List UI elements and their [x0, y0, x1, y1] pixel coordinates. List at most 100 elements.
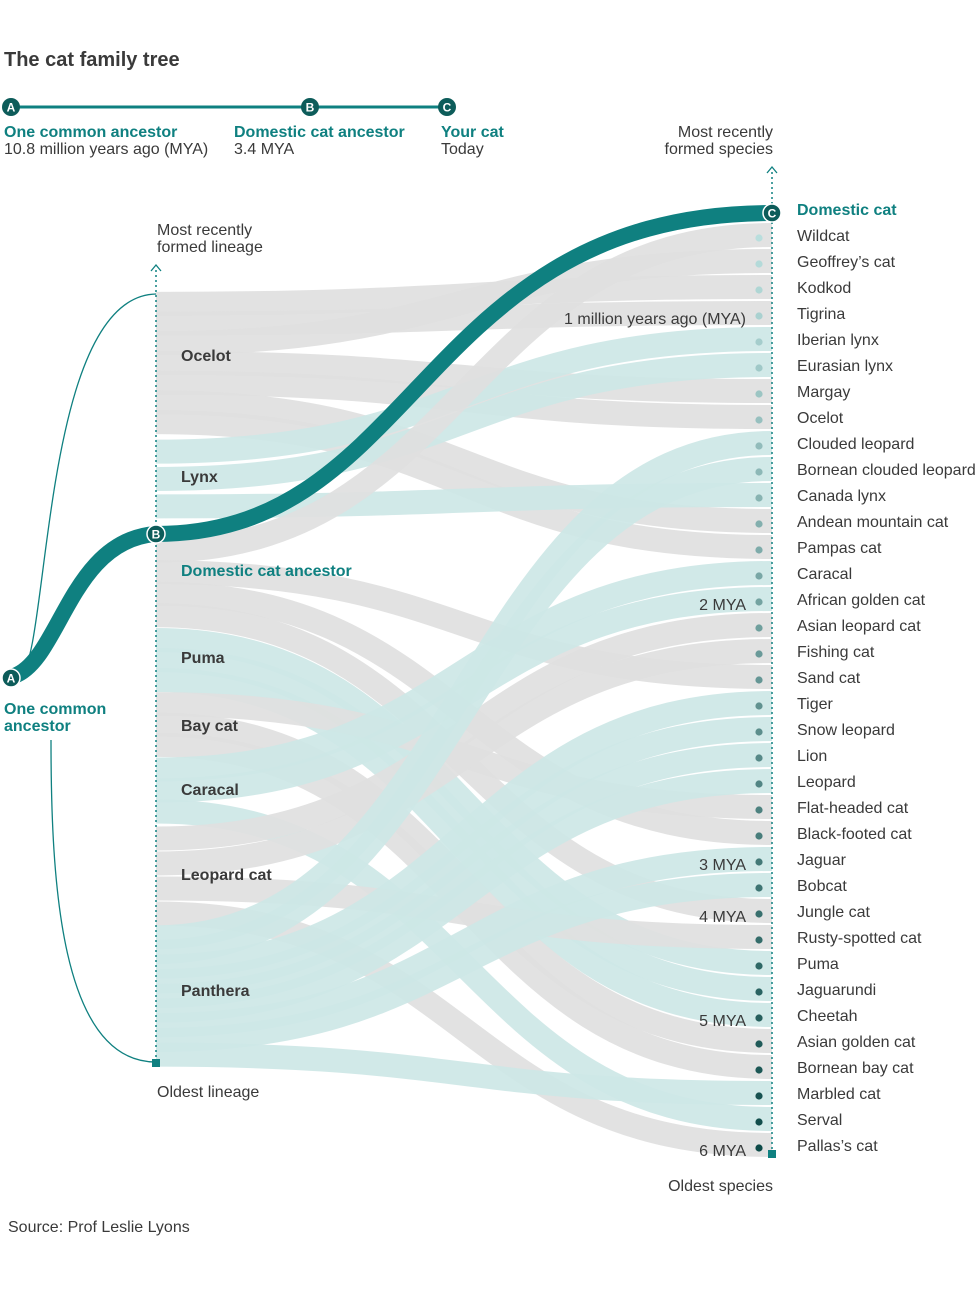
species-label-caracal: Caracal	[797, 566, 852, 583]
legend-c-label: Your cat	[441, 124, 505, 141]
svg-text:C: C	[443, 101, 452, 115]
species-label-asian-golden-cat: Asian golden cat	[797, 1034, 916, 1051]
path-domestic-ancestor-to-domestic-cat	[155, 205, 773, 542]
lineage-label-ocelot: Ocelot	[181, 348, 231, 365]
ancestor-label: One common	[4, 701, 106, 718]
species-label-sand-cat: Sand cat	[797, 670, 861, 687]
species-dot-bornean-clouded-leopard	[755, 468, 763, 476]
lineage-label-puma: Puma	[181, 650, 225, 667]
species-label-iberian-lynx: Iberian lynx	[797, 332, 879, 349]
svg-text:A: A	[7, 672, 16, 686]
species-dot-iberian-lynx	[755, 338, 763, 346]
species-dot-bobcat	[755, 884, 763, 892]
species-label-ocelot: Ocelot	[797, 410, 844, 427]
species-label-bobcat: Bobcat	[797, 878, 847, 895]
legend-badge-a: A	[2, 98, 20, 116]
species-label-jaguar: Jaguar	[797, 852, 847, 869]
species-dot-rusty-spotted-cat	[755, 936, 763, 944]
time-label-2-mya: 2 MYA	[699, 597, 746, 614]
legend-badge-c: C	[438, 98, 456, 116]
species-dot-cheetah	[755, 1014, 763, 1022]
species-label-marbled-cat: Marbled cat	[797, 1086, 881, 1103]
flow-ocelot-to-andean-mountain-cat	[155, 390, 773, 533]
ancestor-connector-top	[19, 293, 157, 677]
flow-leopard-cat-to-fishing-cat	[155, 639, 773, 876]
legend-b-label: Domestic cat ancestor	[234, 124, 405, 141]
domestic-ancestor-badge-b	[146, 524, 166, 544]
flow-lynx-to-eurasian-lynx	[155, 353, 773, 491]
species-dot-tiger	[755, 702, 763, 710]
right-axis-top-label-2: formed species	[665, 141, 774, 158]
species-label-canada-lynx: Canada lynx	[797, 488, 886, 505]
domestic-cat-badge-c	[762, 203, 782, 223]
species-dot-pallas-s-cat	[755, 1144, 763, 1152]
ancestor-node: A One common ancestor	[1, 668, 106, 735]
time-label-1-million-years-ago-mya: 1 million years ago (MYA)	[564, 311, 746, 328]
flow-panthera-to-bobcat	[155, 873, 773, 1052]
left-axis-bottom-label: Oldest lineage	[157, 1084, 259, 1101]
species-dot-andean-mountain-cat	[755, 520, 763, 528]
lineage-species-flows	[155, 223, 773, 1157]
species-dot-kodkod	[755, 286, 763, 294]
species-dot-leopard	[755, 780, 763, 788]
species-label-jaguarundi: Jaguarundi	[797, 982, 876, 999]
species-label-cheetah: Cheetah	[797, 1008, 858, 1025]
species-dot-asian-leopard-cat	[755, 624, 763, 632]
flow-panthera-to-lion	[155, 743, 773, 1008]
lineage-label-bay-cat: Bay cat	[181, 718, 239, 735]
lineage-label-caracal: Caracal	[181, 782, 239, 799]
path-ancestor-to-domestic-ancestor	[6, 526, 164, 684]
lineage-label-panthera: Panthera	[181, 983, 250, 1000]
species-dot-snow-leopard	[755, 728, 763, 736]
domestic-cat-path	[6, 205, 773, 684]
species-dot-canada-lynx	[755, 494, 763, 502]
species-label-pallas-s-cat: Pallas’s cat	[797, 1138, 878, 1155]
species-label-snow-leopard: Snow leopard	[797, 722, 895, 739]
species-dot-jungle-cat	[755, 910, 763, 918]
species-label-bornean-bay-cat: Bornean bay cat	[797, 1060, 914, 1077]
right-axis-bottom-label: Oldest species	[668, 1178, 773, 1195]
flow-domestic-cat-ancestor-to-wildcat	[155, 223, 773, 563]
left-axis: Most recently formed lineage Oldest line…	[150, 222, 263, 1101]
species-label-asian-leopard-cat: Asian leopard cat	[797, 618, 921, 635]
species-dot-pampas-cat	[755, 546, 763, 554]
species-label-bornean-clouded-leopard: Bornean clouded leopard	[797, 462, 976, 479]
left-axis-top-label-2: formed lineage	[157, 239, 263, 256]
time-label-5-mya: 5 MYA	[699, 1013, 746, 1030]
species-dot-sand-cat	[755, 676, 763, 684]
page-title: The cat family tree	[4, 49, 180, 71]
species-label-clouded-leopard: Clouded leopard	[797, 436, 914, 453]
ancestor-connector-bottom	[50, 739, 157, 1063]
species-dot-asian-golden-cat	[755, 1040, 763, 1048]
species-label-jungle-cat: Jungle cat	[797, 904, 870, 921]
right-axis: Most recently formed species Oldest spec…	[665, 124, 778, 1195]
species-dot-serval	[755, 1118, 763, 1126]
domestic-ancestor-node: B	[146, 524, 166, 544]
svg-text:A: A	[7, 101, 16, 115]
svg-text:B: B	[152, 528, 161, 542]
source-note: Source: Prof Leslie Lyons	[8, 1219, 190, 1236]
species-dot-caracal	[755, 572, 763, 580]
svg-text:B: B	[306, 101, 315, 115]
species-dot-puma	[755, 962, 763, 970]
species-label-black-footed-cat: Black-footed cat	[797, 826, 912, 843]
flow-panthera-to-snow-leopard	[155, 717, 773, 994]
species-dot-fishing-cat	[755, 650, 763, 658]
flow-leopard-cat-to-rusty-spotted-cat	[155, 876, 773, 949]
legend-badge-b: B	[301, 98, 319, 116]
legend-c-sub: Today	[441, 141, 484, 158]
species-dot-lion	[755, 754, 763, 762]
species-label-puma: Puma	[797, 956, 839, 973]
species-dot-jaguar	[755, 858, 763, 866]
flow-ocelot-to-pampas-cat	[155, 410, 773, 559]
svg-text:C: C	[768, 207, 777, 221]
species-label-lion: Lion	[797, 748, 827, 765]
flow-panthera-to-leopard	[155, 769, 773, 1023]
flow-panthera-to-bornean-clouded-leopard	[155, 457, 773, 964]
species-label-eurasian-lynx: Eurasian lynx	[797, 358, 893, 375]
species-dot-clouded-leopard	[755, 442, 763, 450]
lineage-label-leopard-cat: Leopard cat	[181, 867, 272, 884]
species-label-fishing-cat: Fishing cat	[797, 644, 875, 661]
